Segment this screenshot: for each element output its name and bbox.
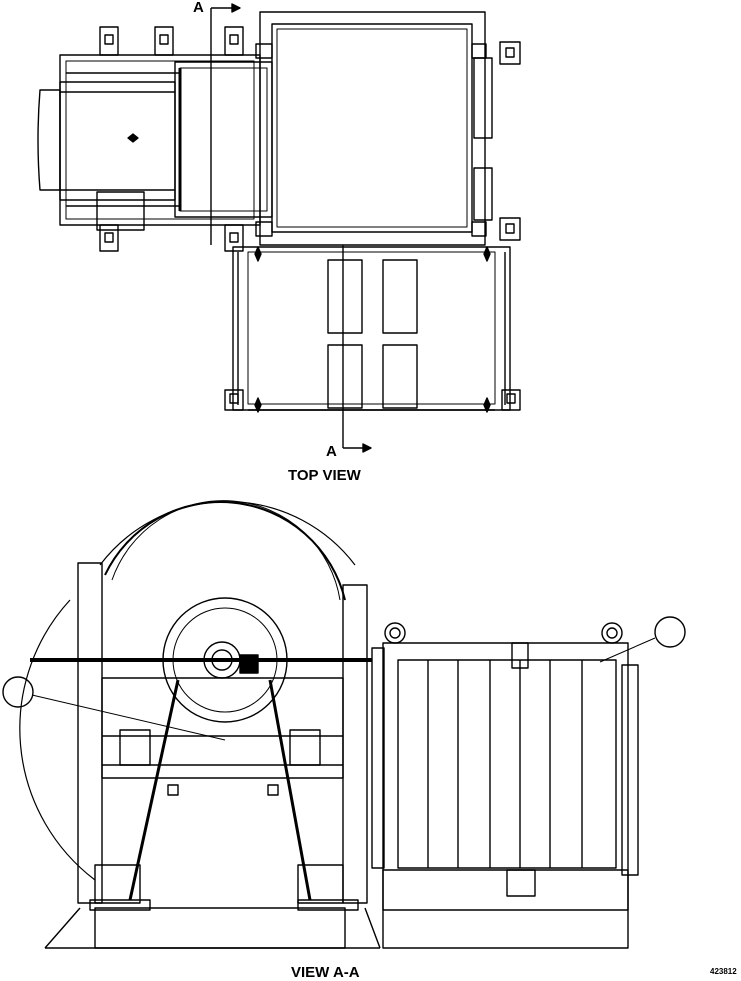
callout-leaders [31,637,656,741]
top-view-title: TOP VIEW [288,467,362,484]
section-label-top: A [193,0,204,16]
view-a-a: VIEW A-A [2,500,686,981]
base-feet [44,864,381,949]
coupling-housing [174,61,273,218]
right-pedestal [342,584,368,904]
top-view: A A [37,0,521,484]
view-a-a-title: VIEW A-A [291,964,360,981]
section-line-a [210,3,372,453]
left-pedestal [77,562,103,904]
motor [37,81,176,231]
callout-right-bubble [654,616,686,648]
heat-exchanger [371,622,639,949]
cooler-box [232,246,511,413]
callout-left-bubble [2,676,34,708]
section-label-bottom: A [326,443,337,460]
support-frame [101,677,344,901]
fan-wheel [19,500,356,881]
blower-housing [255,11,493,246]
figure-id: 423812 [710,967,737,976]
mounting-tab [99,26,521,411]
